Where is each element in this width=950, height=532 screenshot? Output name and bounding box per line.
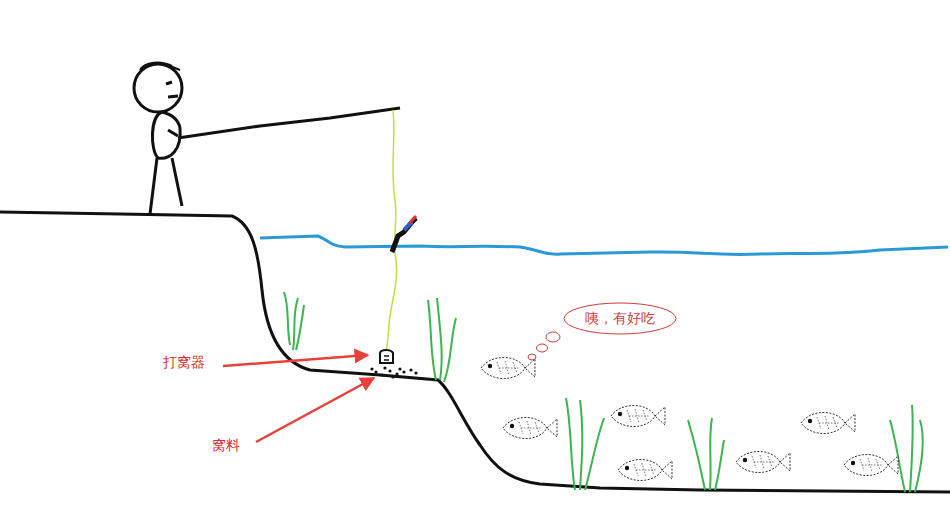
fish: [736, 452, 790, 473]
water-weed: [566, 398, 604, 490]
bait-dispenser-detail: [384, 356, 389, 360]
bait-dot: [398, 367, 401, 370]
bait-dot: [402, 370, 405, 373]
thought-dot: [546, 332, 560, 342]
bait-dot: [370, 367, 373, 370]
fish-body: [618, 460, 672, 481]
bait-dot: [409, 368, 412, 371]
fish-body: [503, 418, 557, 439]
water-weed: [428, 298, 456, 382]
fish: [618, 460, 672, 481]
water-weed: [890, 405, 923, 492]
fish-scales: [634, 463, 656, 477]
water-weed: [688, 418, 724, 490]
fish-body: [736, 452, 790, 473]
fishing-rod: [178, 108, 400, 138]
fish-eye: [851, 461, 855, 465]
fish-eye: [743, 458, 747, 462]
leader-arrow: [256, 378, 374, 442]
head: [134, 64, 182, 112]
fish-scales: [497, 361, 519, 375]
float-body: [392, 218, 416, 252]
fish: [801, 413, 855, 434]
fish-eye: [618, 412, 622, 416]
fishing-line: [386, 110, 397, 352]
body: [152, 112, 180, 158]
fish-scales: [627, 409, 649, 423]
bait-dispenser: [380, 350, 393, 363]
fishes: [481, 358, 898, 481]
arm: [168, 130, 178, 136]
bait-dot: [388, 369, 391, 372]
fish: [481, 358, 535, 379]
thought-dot: [528, 354, 536, 360]
bait-dot: [395, 372, 398, 375]
bait-dot: [414, 371, 417, 374]
bait-dot: [374, 370, 377, 373]
fish-scales: [860, 458, 882, 472]
fish-scales: [752, 455, 774, 469]
part-label: 打窝器: [163, 354, 205, 371]
float-tip: [410, 216, 416, 223]
fish-eye: [510, 424, 514, 428]
fish-body: [481, 358, 535, 379]
thought-bubbles: [528, 332, 560, 360]
hair: [140, 63, 180, 70]
fish: [611, 406, 665, 427]
groundbait: [370, 366, 417, 378]
bait-dot: [380, 373, 383, 376]
fish-scales: [817, 416, 839, 430]
fish-scales: [519, 421, 541, 435]
fish-body: [801, 413, 855, 434]
water-surface: [260, 236, 948, 254]
thought-text: 咦，有好吃: [585, 310, 655, 327]
leader-arrow: [223, 355, 368, 366]
part-label: 窝料: [212, 437, 240, 454]
water-weeds: [284, 292, 923, 492]
legs: [150, 158, 182, 214]
fish: [503, 418, 557, 439]
face: [166, 82, 178, 97]
bubble-ellipse: [564, 303, 676, 334]
bait-dot: [383, 366, 386, 369]
bait-dot: [391, 375, 394, 378]
thought-bubble: 咦，有好吃: [563, 302, 677, 335]
fish: [844, 455, 898, 476]
fish-body: [611, 406, 665, 427]
fish-eye: [808, 419, 812, 423]
fish-eye: [625, 466, 629, 470]
water-weed: [284, 292, 304, 350]
fish-eye: [488, 364, 492, 368]
bank-outline: [0, 212, 950, 492]
fish-body: [844, 455, 898, 476]
thought-dot: [537, 344, 548, 352]
